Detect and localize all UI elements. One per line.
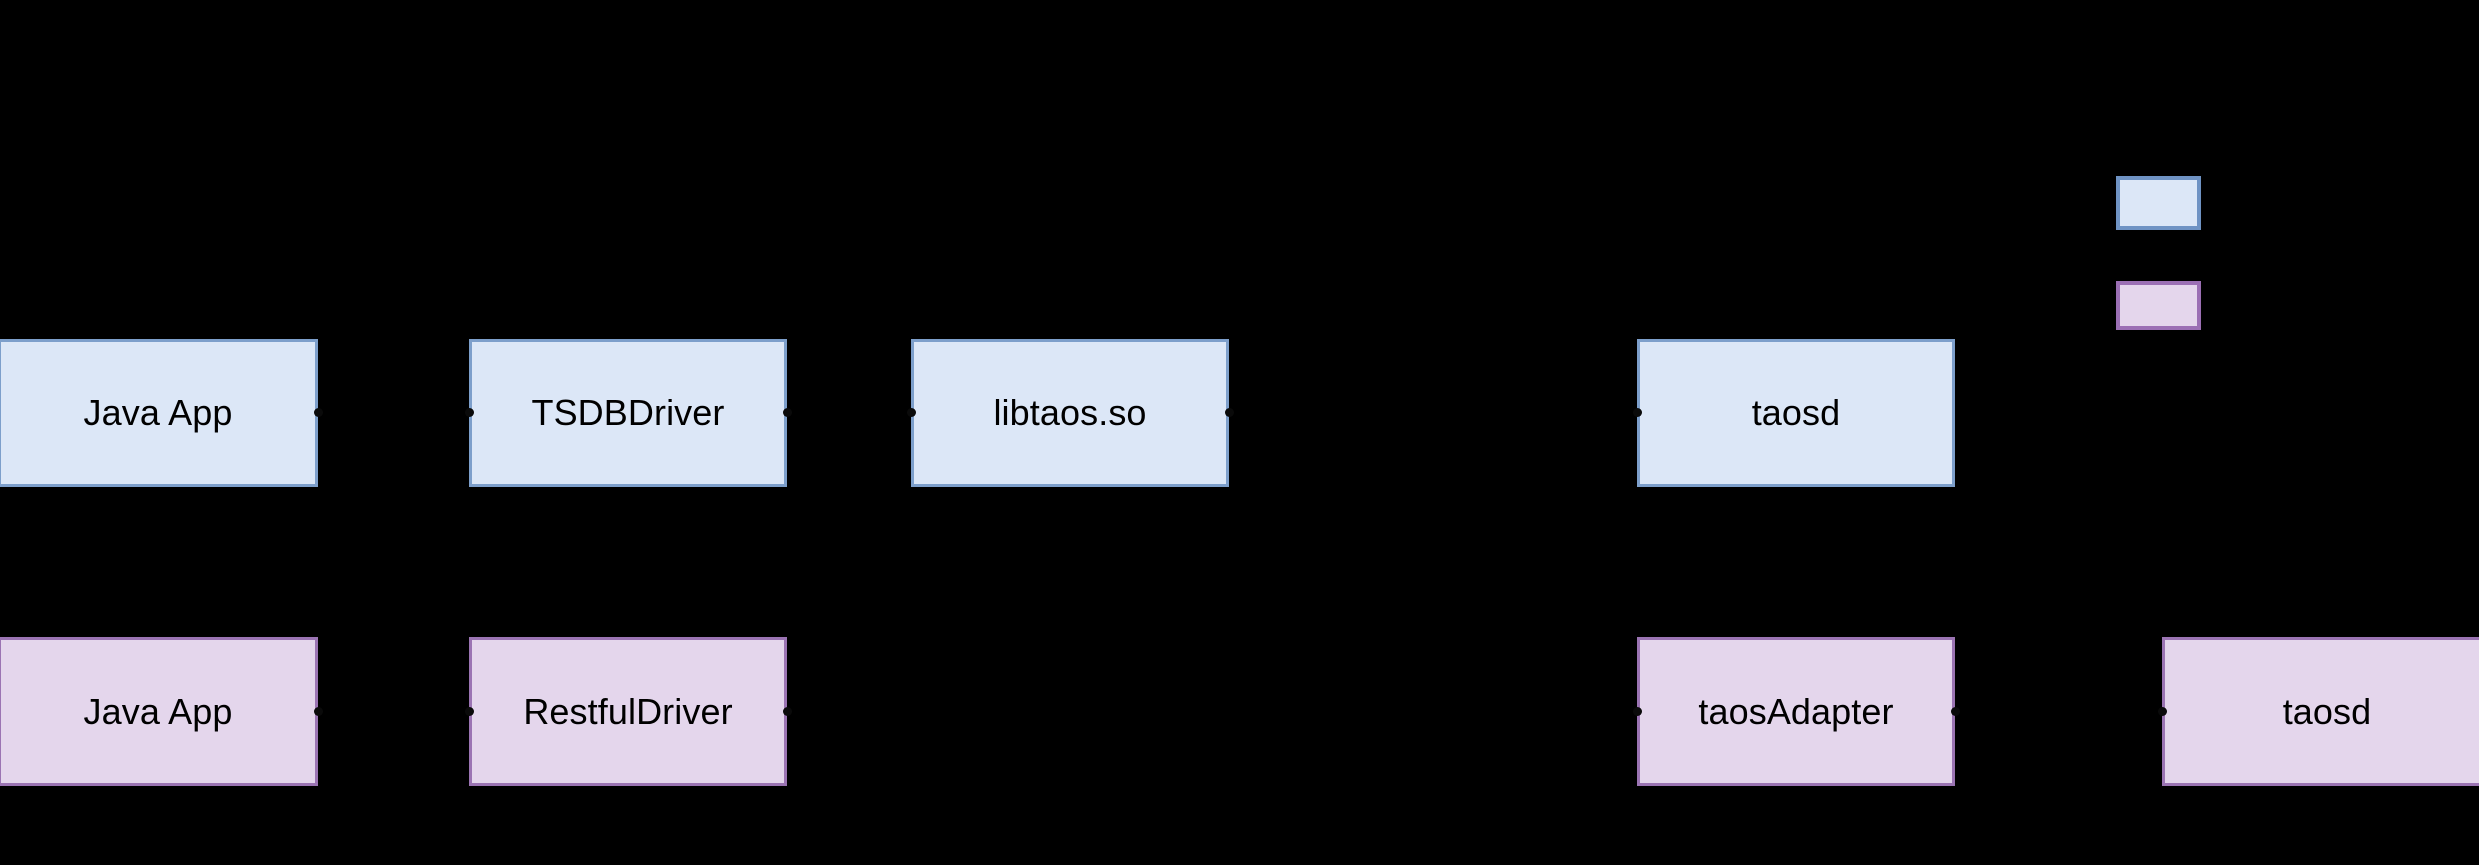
node-rest-taosd[interactable]: taosd — [2162, 637, 2479, 786]
node-native-java-app[interactable]: Java App — [0, 339, 318, 487]
connector-native-app-to-driver — [318, 412, 469, 414]
node-native-taosd[interactable]: taosd — [1637, 339, 1955, 487]
connector-native-libtaos-to-taosd — [1229, 412, 1637, 414]
node-rest-restfuldriver[interactable]: RestfulDriver — [469, 637, 787, 786]
connector-endpoint-dot — [1225, 408, 1234, 417]
connector-endpoint-dot — [314, 408, 323, 417]
node-label: taosd — [1751, 392, 1841, 434]
connector-endpoint-dot — [783, 707, 792, 716]
connector-rest-app-to-driver — [318, 711, 469, 713]
connector-endpoint-dot — [907, 408, 916, 417]
legend-swatch-rest-connection[interactable] — [2116, 281, 2201, 330]
node-label: taosd — [2282, 690, 2372, 732]
node-rest-taosadapter[interactable]: taosAdapter — [1637, 637, 1955, 786]
connector-endpoint-dot — [1633, 408, 1642, 417]
node-rest-java-app[interactable]: Java App — [0, 637, 318, 786]
node-label: RestfulDriver — [523, 690, 733, 732]
node-label: libtaos.so — [993, 392, 1147, 434]
node-label: TSDBDriver — [531, 392, 725, 434]
connector-endpoint-dot — [465, 408, 474, 417]
node-native-libtaos-so[interactable]: libtaos.so — [911, 339, 1229, 487]
node-label: Java App — [83, 690, 233, 732]
connector-rest-taosadapter-to-taosd — [1955, 711, 2162, 713]
connector-endpoint-dot — [1951, 707, 1960, 716]
node-label: Java App — [83, 392, 233, 434]
connector-endpoint-dot — [783, 408, 792, 417]
connector-endpoint-dot — [1633, 707, 1642, 716]
connector-endpoint-dot — [2158, 707, 2167, 716]
node-label: taosAdapter — [1698, 690, 1894, 732]
legend-swatch-native-connection[interactable] — [2116, 176, 2201, 230]
connector-native-driver-to-libtaos — [787, 412, 911, 414]
connector-rest-driver-to-taosadapter — [787, 711, 1637, 713]
connector-endpoint-dot — [465, 707, 474, 716]
connector-endpoint-dot — [314, 707, 323, 716]
node-native-tsdbdriver[interactable]: TSDBDriver — [469, 339, 787, 487]
